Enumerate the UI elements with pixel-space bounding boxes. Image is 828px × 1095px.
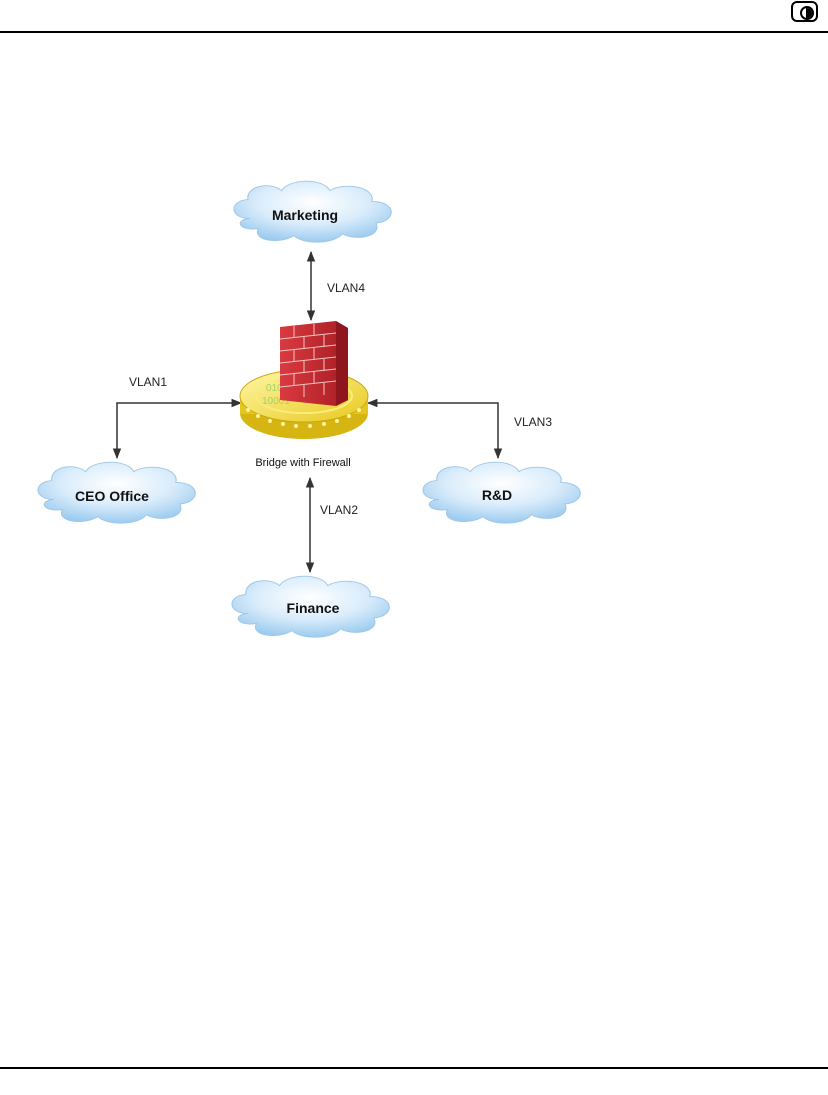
- vlan3-link: [368, 403, 498, 458]
- node-bridge-label: Bridge with Firewall: [255, 457, 350, 469]
- node-finance-label: Finance: [287, 600, 340, 616]
- node-rd-label: R&D: [482, 487, 512, 503]
- firewall-icon: [280, 321, 348, 406]
- node-ceo-label: CEO Office: [75, 488, 149, 504]
- vlan3-label: VLAN3: [514, 415, 552, 429]
- vlan1-link: [117, 403, 241, 458]
- node-marketing-label: Marketing: [272, 207, 338, 223]
- footer-rule: [0, 1067, 828, 1069]
- vlan1-label: VLAN1: [129, 375, 167, 389]
- vlan2-label: VLAN2: [320, 503, 358, 517]
- vlan4-label: VLAN4: [327, 281, 365, 295]
